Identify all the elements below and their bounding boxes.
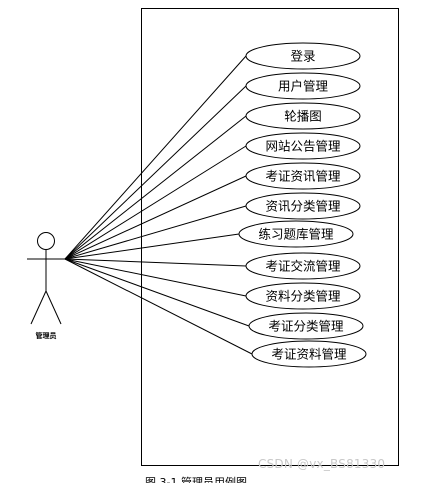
use-case-ellipse — [245, 192, 361, 220]
use-case-ellipse — [245, 162, 361, 190]
use-case-label: 考证分类管理 — [268, 319, 344, 334]
use-case-label: 登录 — [290, 49, 315, 64]
use-case-exam-info-manage: 考证资讯管理 — [245, 162, 361, 190]
use-case-ellipse — [245, 72, 361, 100]
use-case-label: 考证资讯管理 — [265, 169, 341, 184]
use-case-ellipse — [245, 282, 361, 310]
use-cases: 登录用户管理轮播图网站公告管理考证资讯管理资讯分类管理练习题库管理考证交流管理资… — [238, 42, 367, 368]
association-line-login — [64, 55, 247, 260]
use-case-label: 用户管理 — [278, 79, 329, 94]
use-case-ellipse — [245, 252, 361, 280]
association-line-info-category-manage — [64, 205, 247, 260]
use-case-ellipse — [245, 102, 361, 130]
use-case-exam-material-manage: 考证资料管理 — [251, 340, 367, 368]
association-line-material-category-manage — [64, 258, 247, 297]
use-case-info-category-manage: 资讯分类管理 — [245, 192, 361, 220]
association-line-exam-info-manage — [64, 175, 247, 260]
use-case-label: 网站公告管理 — [265, 139, 341, 154]
figure-caption: 图 3-1 管理员用例图 — [145, 476, 247, 483]
use-case-question-bank-manage: 练习题库管理 — [238, 220, 354, 248]
association-line-exam-exchange-manage — [64, 258, 247, 267]
use-case-ellipse — [251, 340, 367, 368]
use-case-site-notice-manage: 网站公告管理 — [245, 132, 361, 160]
association-line-exam-material-manage — [64, 258, 253, 355]
use-case-label: 轮播图 — [284, 109, 322, 124]
association-line-carousel — [64, 115, 247, 260]
association-line-site-notice-manage — [64, 145, 247, 260]
association-line-question-bank-manage — [64, 233, 240, 260]
actor-head — [37, 232, 55, 250]
use-case-exam-exchange-manage: 考证交流管理 — [245, 252, 361, 280]
use-case-label: 资料分类管理 — [265, 289, 341, 304]
use-case-user-manage: 用户管理 — [245, 72, 361, 100]
use-case-label: 考证交流管理 — [265, 259, 341, 274]
association-line-exam-category-manage — [64, 258, 250, 327]
use-case-ellipse — [238, 220, 354, 248]
actor-figure — [27, 232, 65, 325]
use-case-login: 登录 — [245, 42, 361, 70]
actor-label: 管理员 — [36, 331, 57, 340]
association-line-user-manage — [64, 85, 247, 260]
use-case-ellipse — [245, 132, 361, 160]
use-case-ellipse — [245, 42, 361, 70]
use-case-label: 考证资料管理 — [271, 347, 347, 362]
use-case-label: 练习题库管理 — [258, 227, 334, 242]
use-case-carousel: 轮播图 — [245, 102, 361, 130]
association-lines — [64, 55, 253, 355]
actor-right-leg — [45, 290, 62, 325]
use-case-label: 资讯分类管理 — [265, 199, 341, 214]
actor-left-leg — [30, 290, 47, 325]
use-case-exam-category-manage: 考证分类管理 — [248, 312, 364, 340]
watermark: CSDN @vx_BS81330 — [258, 457, 386, 471]
use-case-material-category-manage: 资料分类管理 — [245, 282, 361, 310]
use-case-ellipse — [248, 312, 364, 340]
